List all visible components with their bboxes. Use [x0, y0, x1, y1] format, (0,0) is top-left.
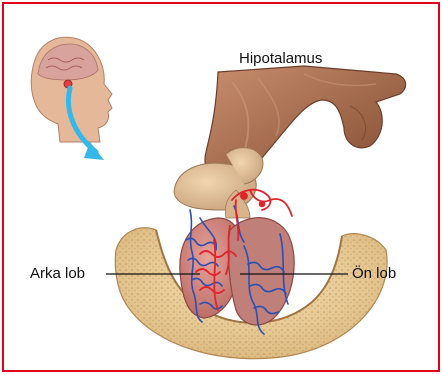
posterior-lobe-label: Arka lob [30, 265, 85, 282]
anterior-lobe-label: Ön lob [352, 265, 396, 282]
pituitary-illustration [4, 4, 438, 370]
hypothalamus-label: Hipotalamus [239, 50, 322, 67]
